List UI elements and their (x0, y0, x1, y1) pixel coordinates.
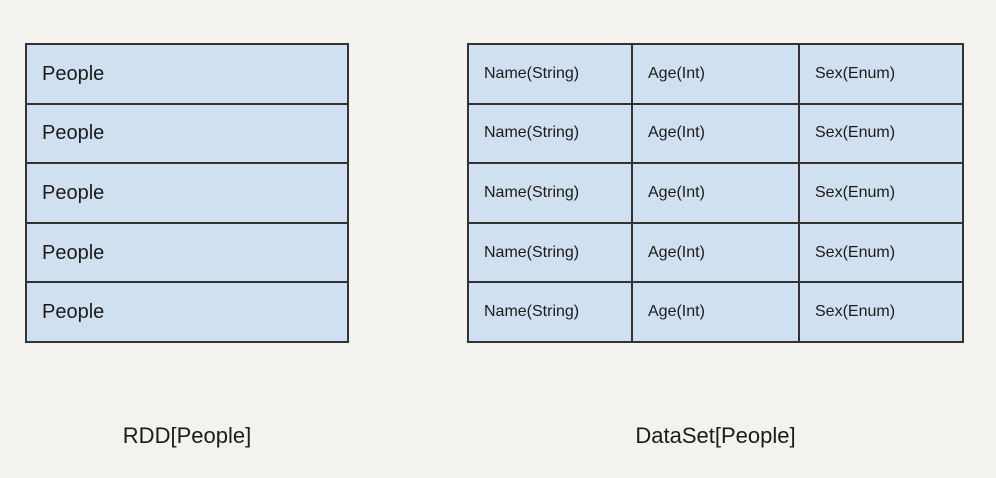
dataset-caption: DataSet[People] (635, 423, 796, 448)
dataset-cell-age: Age(Int) (633, 104, 800, 163)
rdd-cell-people: People (27, 283, 347, 341)
dataset-cell-name: Name(String) (469, 223, 633, 282)
dataset-cell-sex: Sex(Enum) (800, 223, 962, 282)
table-row: People (27, 223, 347, 284)
dataset-cell-sex: Sex(Enum) (800, 45, 962, 103)
dataset-cell-name: Name(String) (469, 45, 633, 103)
table-row: People (27, 104, 347, 165)
rdd-cell-people: People (27, 104, 347, 163)
rdd-cell-people: People (27, 164, 347, 222)
dataset-cell-age: Age(Int) (633, 164, 800, 222)
table-row: Name(String) Age(Int) Sex(Enum) (469, 104, 962, 165)
dataset-cell-age: Age(Int) (633, 223, 800, 282)
table-row: Name(String) Age(Int) Sex(Enum) (469, 164, 962, 224)
rdd-caption: RDD[People] (122, 423, 252, 448)
table-row: People (27, 164, 347, 224)
table-row: Name(String) Age(Int) Sex(Enum) (469, 283, 962, 341)
dataset-cell-age: Age(Int) (633, 283, 800, 341)
dataset-table: Name(String) Age(Int) Sex(Enum) Name(Str… (467, 43, 964, 343)
table-row: People (27, 45, 347, 105)
dataset-cell-name: Name(String) (469, 164, 633, 222)
rdd-cell-people: People (27, 45, 347, 103)
dataset-cell-sex: Sex(Enum) (800, 283, 962, 341)
dataset-cell-sex: Sex(Enum) (800, 164, 962, 222)
dataset-cell-sex: Sex(Enum) (800, 104, 962, 163)
dataset-cell-age: Age(Int) (633, 45, 800, 103)
rdd-cell-people: People (27, 223, 347, 282)
table-row: Name(String) Age(Int) Sex(Enum) (469, 223, 962, 284)
table-row: People (27, 283, 347, 341)
dataset-cell-name: Name(String) (469, 104, 633, 163)
dataset-cell-name: Name(String) (469, 283, 633, 341)
rdd-table: People People People People People (25, 43, 349, 343)
table-row: Name(String) Age(Int) Sex(Enum) (469, 45, 962, 105)
